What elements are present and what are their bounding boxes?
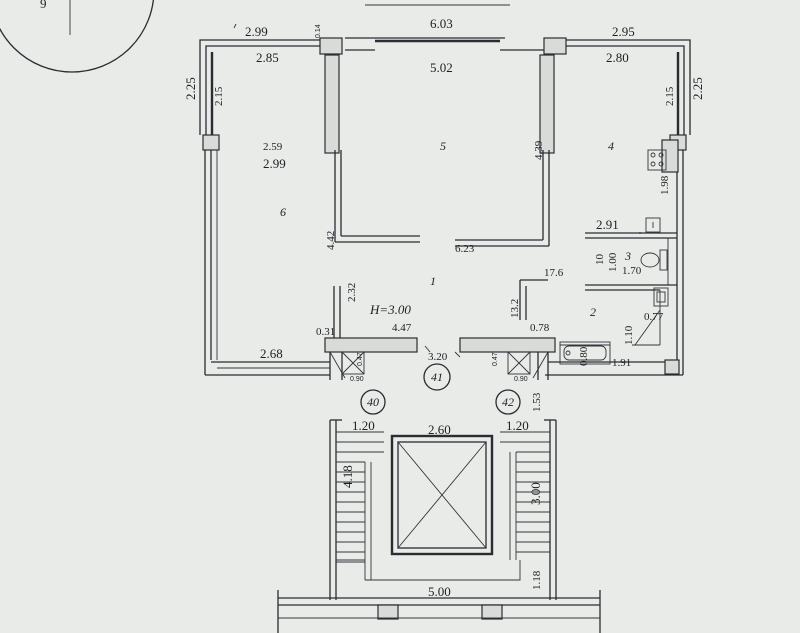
dim-hall-031: 0.31: [316, 326, 335, 338]
dim-room6-b: 2.99: [263, 156, 286, 171]
svg-text:40: 40: [367, 395, 379, 409]
sink-fixture: [645, 217, 661, 233]
dim-right-inner-v: 2.15: [664, 86, 676, 106]
stairwell: [277, 419, 601, 633]
dim-bath-170: 1.70: [622, 265, 642, 277]
dim-left-inner-v: 2.15: [213, 86, 225, 106]
dim-door-047a: 0.47: [357, 352, 364, 366]
door-swings: [329, 351, 549, 379]
dim-left-outer-v: 2.25: [183, 77, 198, 100]
dim-bottom-268: 2.68: [260, 346, 283, 361]
dim-stair-153: 1.53: [531, 392, 543, 412]
dimension-labels: 2.99 2.85 6.03 5.02 2.95 2.80 2.25 2.15 …: [183, 16, 705, 599]
dim-hall-176: 17.6: [544, 267, 564, 279]
dim-top-right-inner: 2.80: [606, 50, 629, 65]
room-5-label: 5: [440, 139, 446, 153]
dim-wc-077: 0.77: [644, 311, 664, 323]
stove-fixture: [647, 149, 667, 171]
apartment-marker-40: 40: [360, 389, 386, 415]
right-stair-treads: [500, 431, 550, 553]
dim-stair-120b: 1.20: [506, 418, 529, 433]
apartment-marker-41: 41: [423, 363, 451, 391]
dim-hall-232: 2.32: [346, 283, 358, 302]
dim-room5-partition: 4.39: [533, 140, 545, 160]
toilet-fixture: [640, 249, 668, 271]
room-6-label: 6: [280, 205, 286, 219]
dim-door-090a: 0.90: [350, 376, 364, 383]
dim-corridor: 6.23: [455, 243, 475, 255]
dim-hall-078: 0.78: [530, 322, 550, 334]
dim-top-right-outer: 2.95: [612, 24, 635, 39]
room-3-label: 3: [624, 249, 631, 263]
dim-bath-width: 2.91: [596, 217, 619, 232]
svg-text:42: 42: [502, 395, 514, 409]
dim-tiny-top: 0.14: [315, 24, 322, 38]
dim-stair-300: 3.00: [528, 482, 543, 505]
dim-left-partition: 4.42: [325, 231, 337, 250]
dim-room4-v: 1.98: [659, 175, 671, 195]
dim-stair-260: 2.60: [428, 422, 451, 437]
dim-bath-10: 10: [594, 254, 606, 266]
dim-bath-100: 1.00: [607, 252, 619, 272]
dim-landing-320: 3.20: [428, 351, 448, 363]
washbasin-fixture: [653, 287, 669, 307]
room-2-label: 2: [590, 305, 596, 319]
section-circle: 9: [0, 0, 155, 73]
outer-walls: [199, 37, 691, 376]
dim-top-left-outer: 2.99: [245, 24, 268, 39]
dim-stair-120a: 1.20: [352, 418, 375, 433]
dim-right-outer-v: 2.25: [690, 77, 705, 100]
ceiling-height-note: H=3.00: [369, 302, 411, 317]
dim-room6-a: 2.59: [263, 141, 283, 153]
dim-top-inner: 5.02: [430, 60, 453, 75]
dim-wc-191: 1.91: [612, 357, 631, 369]
dim-stair-418: 4.18: [340, 465, 355, 488]
svg-text:41: 41: [431, 370, 443, 384]
room-4-label: 4: [608, 139, 614, 153]
section-circle-label: 9: [40, 0, 47, 11]
dimension-ticks: [233, 23, 641, 358]
room-1-label: 1: [430, 274, 436, 288]
dim-stair-500: 5.00: [428, 584, 451, 599]
dim-top-window: 6.03: [430, 16, 453, 31]
dim-door-090b: 0.90: [514, 376, 528, 383]
apartment-marker-42: 42: [495, 389, 521, 415]
left-stair-treads: [336, 431, 384, 563]
dim-hall-447: 4.47: [392, 322, 412, 334]
dim-wc-110: 1.10: [623, 325, 635, 345]
bathtub-fixture: [559, 341, 611, 365]
dim-door-047b: 0.47: [492, 352, 499, 366]
dim-wc-080: 0.80: [578, 346, 590, 366]
dim-hall-132: 13.2: [509, 299, 521, 318]
dim-top-left-inner: 2.85: [256, 50, 279, 65]
dim-stair-118: 1.18: [531, 570, 543, 590]
